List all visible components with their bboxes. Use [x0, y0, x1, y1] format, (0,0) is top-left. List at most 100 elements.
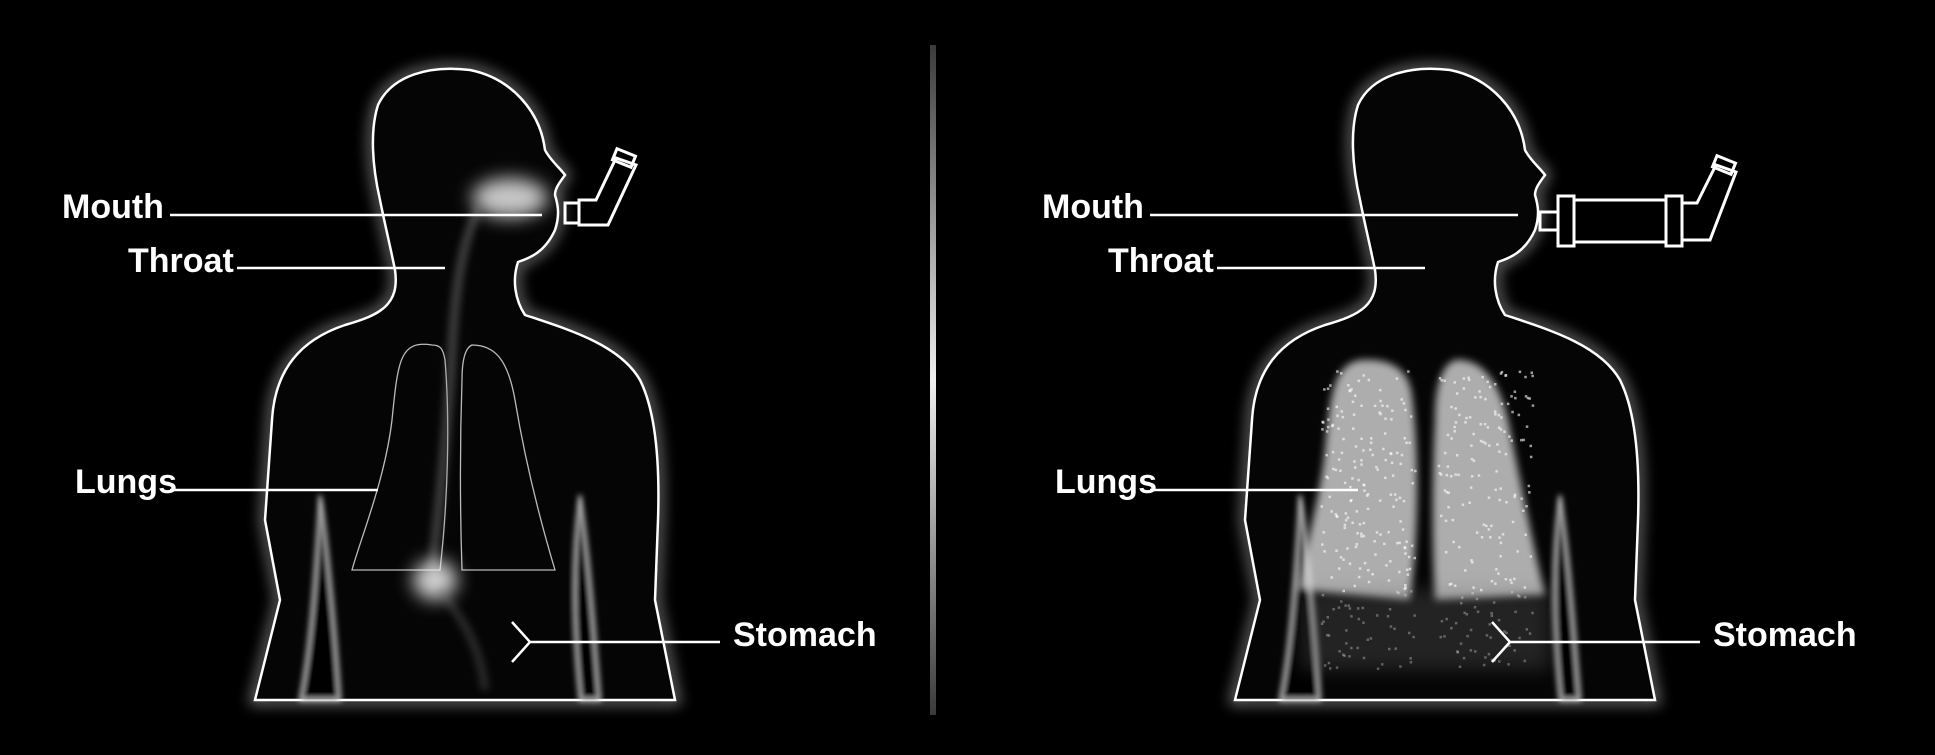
throat-label: Throat — [1108, 242, 1214, 280]
deposit-speckle — [1387, 531, 1390, 534]
deposit-speckle — [1327, 418, 1330, 421]
deposit-speckle — [1498, 427, 1501, 430]
deposit-speckle — [1398, 571, 1401, 574]
deposit-speckle — [1454, 407, 1457, 410]
deposit-speckle — [1388, 579, 1391, 582]
deposit-speckle — [1344, 524, 1347, 527]
deposit-speckle — [1344, 527, 1347, 530]
deposit-speckle — [1379, 533, 1382, 536]
deposit-speckle — [1525, 395, 1528, 398]
deposit-speckle — [1513, 496, 1516, 499]
inhaler-body — [579, 158, 636, 225]
deposit-speckle — [1354, 585, 1357, 588]
deposit-speckle — [1458, 414, 1461, 417]
deposit-speckle — [1488, 497, 1491, 500]
deposit-speckle — [1484, 423, 1487, 426]
deposit-speckle — [1329, 384, 1332, 387]
spacer-chamber — [1574, 200, 1666, 242]
deposit-speckle — [1323, 388, 1326, 391]
deposit-speckle — [1350, 615, 1353, 618]
deposit-speckle — [1374, 405, 1377, 408]
stomach-label: Stomach — [1713, 616, 1857, 654]
deposit-speckle — [1331, 425, 1334, 428]
deposit-speckle — [1480, 589, 1483, 592]
deposit-speckle — [1484, 442, 1487, 445]
deposit-speckle — [1344, 482, 1347, 485]
deposit-speckle — [1498, 536, 1501, 539]
deposit-speckle — [1441, 620, 1444, 623]
deposit-speckle — [1399, 520, 1402, 523]
deposit-speckle — [1385, 459, 1388, 462]
deposit-speckle — [1528, 491, 1531, 494]
deposit-speckle — [1518, 637, 1521, 640]
deposit-speckle — [1352, 401, 1355, 404]
deposit-speckle — [1345, 629, 1348, 632]
deposit-speckle — [1363, 657, 1366, 660]
deposit-speckle — [1488, 653, 1491, 656]
deposit-speckle — [1326, 634, 1329, 637]
deposit-speckle — [1322, 594, 1325, 597]
deposit-speckle — [1514, 397, 1517, 400]
deposit-speckle — [1445, 551, 1448, 554]
deposit-speckle — [1339, 470, 1342, 473]
deposit-speckle — [1530, 445, 1533, 448]
deposit-speckle — [1489, 536, 1492, 539]
deposit-speckle — [1513, 578, 1516, 581]
deposit-speckle — [1389, 452, 1392, 455]
deposit-speckle — [1484, 398, 1487, 401]
deposit-speckle — [1499, 499, 1502, 502]
deposit-speckle — [1353, 460, 1356, 463]
deposit-speckle — [1511, 591, 1514, 594]
deposit-speckle — [1440, 636, 1443, 639]
deposit-speckle — [1396, 591, 1399, 594]
deposit-speckle — [1500, 416, 1503, 419]
deposit-speckle — [1348, 389, 1351, 392]
deposit-speckle — [1404, 588, 1407, 591]
deposit-speckle — [1338, 458, 1341, 461]
deposit-speckle — [1335, 550, 1338, 553]
deposit-speckle — [1443, 635, 1446, 638]
deposit-speckle — [1321, 428, 1324, 431]
deposit-speckle — [1520, 439, 1523, 442]
deposit-speckle — [1407, 370, 1410, 373]
deposit-speckle — [1358, 576, 1361, 579]
deposit-speckle — [1338, 606, 1341, 609]
deposit-speckle — [1400, 398, 1403, 401]
deposit-speckle — [1474, 650, 1477, 653]
deposit-speckle — [1371, 573, 1374, 576]
deposit-speckle — [1363, 522, 1366, 525]
deposit-speckle — [1403, 402, 1406, 405]
deposit-speckle — [1447, 506, 1450, 509]
deposit-speckle — [1511, 411, 1514, 414]
deposit-speckle — [1413, 614, 1416, 617]
deposit-speckle — [1480, 440, 1483, 443]
deposit-speckle — [1471, 592, 1474, 595]
deposit-speckle — [1518, 414, 1521, 417]
deposit-speckle — [1452, 541, 1455, 544]
deposit-speckle — [1505, 632, 1508, 635]
deposit-speckle — [1495, 568, 1498, 571]
deposit-speckle — [1494, 410, 1497, 413]
deposit-speckle — [1481, 536, 1484, 539]
deposit-speckle — [1404, 437, 1407, 440]
deposit-speckle — [1487, 426, 1490, 429]
deposit-speckle — [1368, 379, 1371, 382]
deposit-speckle — [1472, 586, 1475, 589]
deposit-speckle — [1356, 647, 1359, 650]
deposit-speckle — [1323, 550, 1326, 553]
deposit-speckle — [1389, 560, 1392, 563]
deposit-speckle — [1373, 540, 1376, 543]
deposit-speckle — [1370, 442, 1373, 445]
deposit-speckle — [1354, 395, 1357, 398]
deposit-speckle — [1446, 474, 1449, 477]
deposit-speckle — [1372, 454, 1375, 457]
deposit-speckle — [1393, 628, 1396, 631]
deposit-speckle — [1456, 392, 1459, 395]
deposit-speckle — [1513, 649, 1516, 652]
deposit-speckle — [1377, 668, 1380, 671]
deposit-speckle — [1477, 611, 1480, 614]
deposit-speckle — [1501, 371, 1504, 374]
deposit-speckle — [1508, 435, 1511, 438]
deposit-speckle — [1494, 383, 1497, 386]
deposit-speckle — [1332, 608, 1335, 611]
